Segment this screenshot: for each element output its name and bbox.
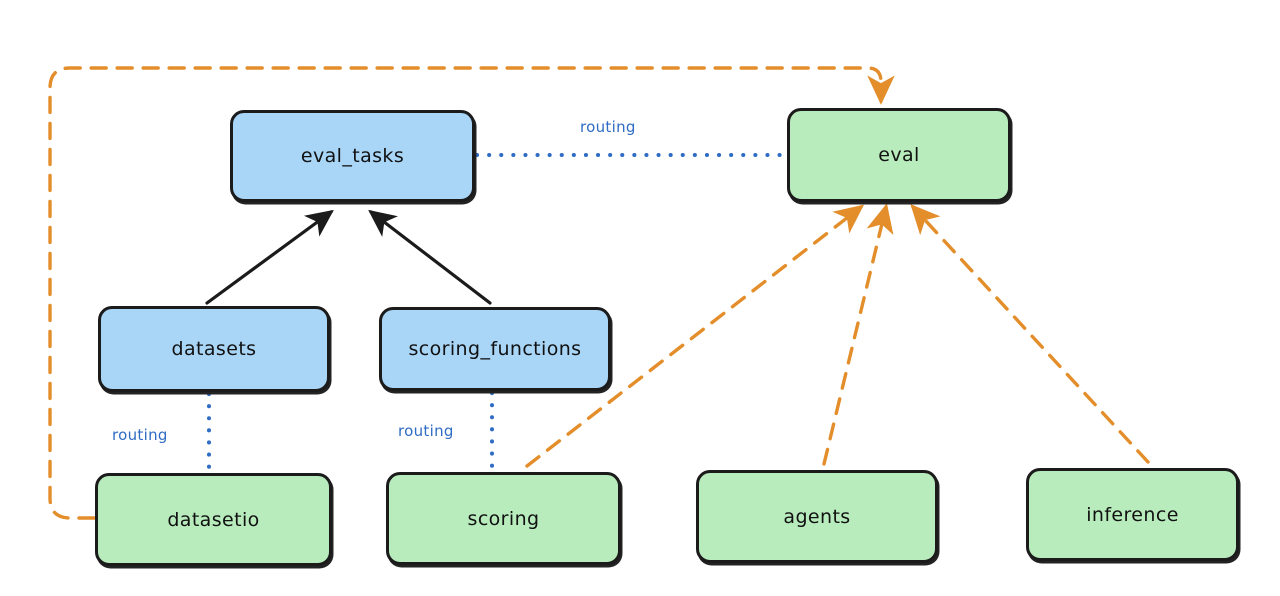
node-scoring[interactable]: scoring [386,472,621,565]
node-label-scoring-functions: scoring_functions [408,338,582,360]
node-label-datasets: datasets [171,338,257,360]
node-inference[interactable]: inference [1026,468,1239,561]
node-label-eval-tasks: eval_tasks [300,145,405,167]
edge-agents-to-eval [822,203,894,466]
edge-label-routing-eval-tasks-eval: routing [580,118,636,136]
edge-label-routing-scoring-functions-scoring: routing [398,422,454,440]
edge-inference-to-eval [910,204,1150,464]
node-scoring-functions[interactable]: scoring_functions [379,307,611,391]
node-label-inference: inference [1086,503,1179,526]
edge-datasetio-to-eval [48,66,895,520]
node-label-agents: agents [783,505,851,528]
node-label-scoring: scoring [467,507,540,530]
edge-scoring-to-eval [525,204,865,468]
node-label-eval: eval [878,144,920,166]
node-agents[interactable]: agents [696,470,938,563]
node-datasetio[interactable]: datasetio [95,473,332,566]
edge-label-routing-datasets-datasetio: routing [112,426,168,444]
edge-datasets-to-eval_tasks [205,209,334,305]
node-eval[interactable]: eval [787,108,1011,202]
node-eval-tasks[interactable]: eval_tasks [230,110,475,202]
edge-scoring_functions-to-eval_tasks [368,209,492,305]
node-label-datasetio: datasetio [167,508,260,531]
node-datasets[interactable]: datasets [98,306,330,392]
